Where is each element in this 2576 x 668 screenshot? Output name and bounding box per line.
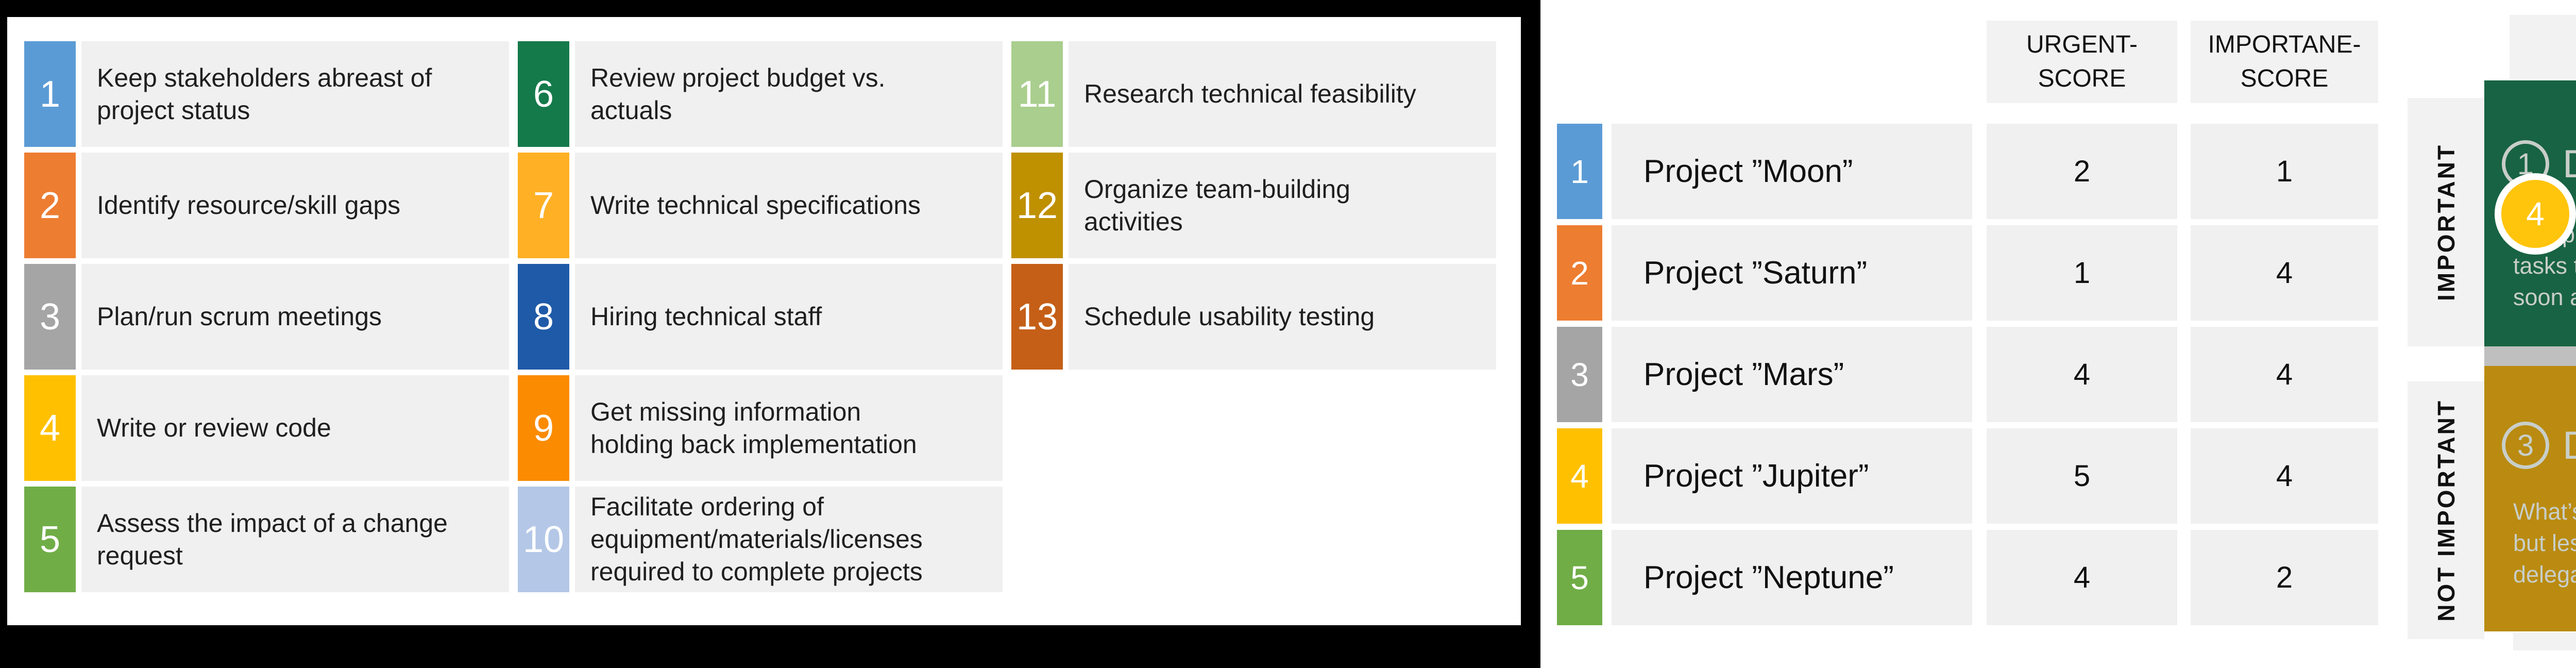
panel-border-right (1521, 0, 1540, 668)
project-name-cell: Project ”Jupiter” (1612, 428, 1972, 524)
project-name-cell: Project ”Saturn” (1612, 225, 1972, 321)
task-number-tile: 10 (518, 487, 569, 592)
task-item: Assess the impact of a change request (81, 487, 509, 592)
task-item: Write or review code (81, 375, 509, 481)
row-number-tile: 4 (1557, 428, 1602, 524)
task-number-tile: 5 (24, 487, 76, 592)
column-header-urgent-score: URGENT- SCORE (1987, 21, 2177, 103)
task-item: Facilitate ordering of equipment/materia… (575, 487, 1003, 592)
task-item: Identify resource/skill gaps (81, 153, 509, 258)
task-number-tile: 8 (518, 264, 569, 370)
task-number-tile: 11 (1011, 41, 1063, 147)
project-name-cell: Project ”Neptune” (1612, 530, 1972, 625)
matrix-footer-box (2513, 633, 2576, 650)
project-score-table: URGENT- SCORE IMPORTANE- SCORE 1 Project… (1546, 0, 2391, 668)
project-name-cell: Project ”Mars” (1612, 327, 1972, 422)
importance-score-cell: 4 (2191, 428, 2378, 524)
task-item: Write technical specifications (575, 153, 1003, 258)
row-number-tile: 5 (1557, 530, 1602, 625)
task-number-tile: 2 (24, 153, 76, 258)
panel-border-top (0, 0, 1540, 17)
row-number-tile: 3 (1557, 327, 1602, 422)
urgent-score-cell: 4 (1987, 327, 2177, 422)
project-name-cell: Project ”Moon” (1612, 124, 1972, 219)
task-number-tile: 12 (1011, 153, 1063, 258)
urgent-score-cell: 2 (1987, 124, 2177, 219)
task-item: Research technical feasibility (1069, 41, 1496, 147)
matrix-row-header-not-important: NOT IMPORTANT (2408, 381, 2484, 639)
importance-score-cell: 1 (2191, 124, 2378, 219)
task-item: Get missing information holding back imp… (575, 375, 1003, 481)
task-item: Plan/run scrum meetings (81, 264, 509, 370)
matrix-column-header-urgent: URGENT (2510, 15, 2576, 79)
task-item: Hiring technical staff (575, 264, 1003, 370)
quadrant-title: DELEGATE (2563, 423, 2576, 468)
task-number-tile: 13 (1011, 264, 1063, 370)
panel-border-bottom (0, 625, 1540, 668)
matrix-row-header-important: IMPORTANT (2408, 98, 2484, 346)
task-list-panel: 1 Keep stakeholders abreast of project s… (0, 0, 1540, 668)
panel-border-left (0, 0, 7, 668)
urgent-score-cell: 5 (1987, 428, 2177, 524)
task-number-tile: 7 (518, 153, 569, 258)
row-number-tile: 1 (1557, 124, 1602, 219)
task-number-tile: 9 (518, 375, 569, 481)
task-number-tile: 4 (24, 375, 76, 481)
quadrant-title: DO FIRST (2563, 142, 2576, 187)
project-chip-4[interactable]: 4 (2495, 173, 2576, 255)
urgent-score-cell: 1 (1987, 225, 2177, 321)
importance-score-cell: 4 (2191, 225, 2378, 321)
importance-score-cell: 2 (2191, 530, 2378, 625)
quadrant-number-badge: 3 (2502, 422, 2549, 469)
column-header-importance-score: IMPORTANE- SCORE (2191, 21, 2378, 103)
task-item: Review project budget vs. actuals (575, 41, 1003, 147)
task-number-tile: 3 (24, 264, 76, 370)
task-item: Organize team-building activities (1069, 153, 1496, 258)
task-item: Keep stakeholders abreast of project sta… (81, 41, 509, 147)
task-number-tile: 6 (518, 41, 569, 147)
task-item: Schedule usability testing (1069, 264, 1496, 370)
quadrant-description: What’s urgent, but less important, deleg… (2513, 498, 2576, 588)
quadrant-delegate: 3 DELEGATE What’s urgent, but less impor… (2484, 366, 2576, 631)
task-number-tile: 1 (24, 41, 76, 147)
importance-score-cell: 4 (2191, 327, 2378, 422)
row-number-tile: 2 (1557, 225, 1602, 321)
urgent-score-cell: 4 (1987, 530, 2177, 625)
